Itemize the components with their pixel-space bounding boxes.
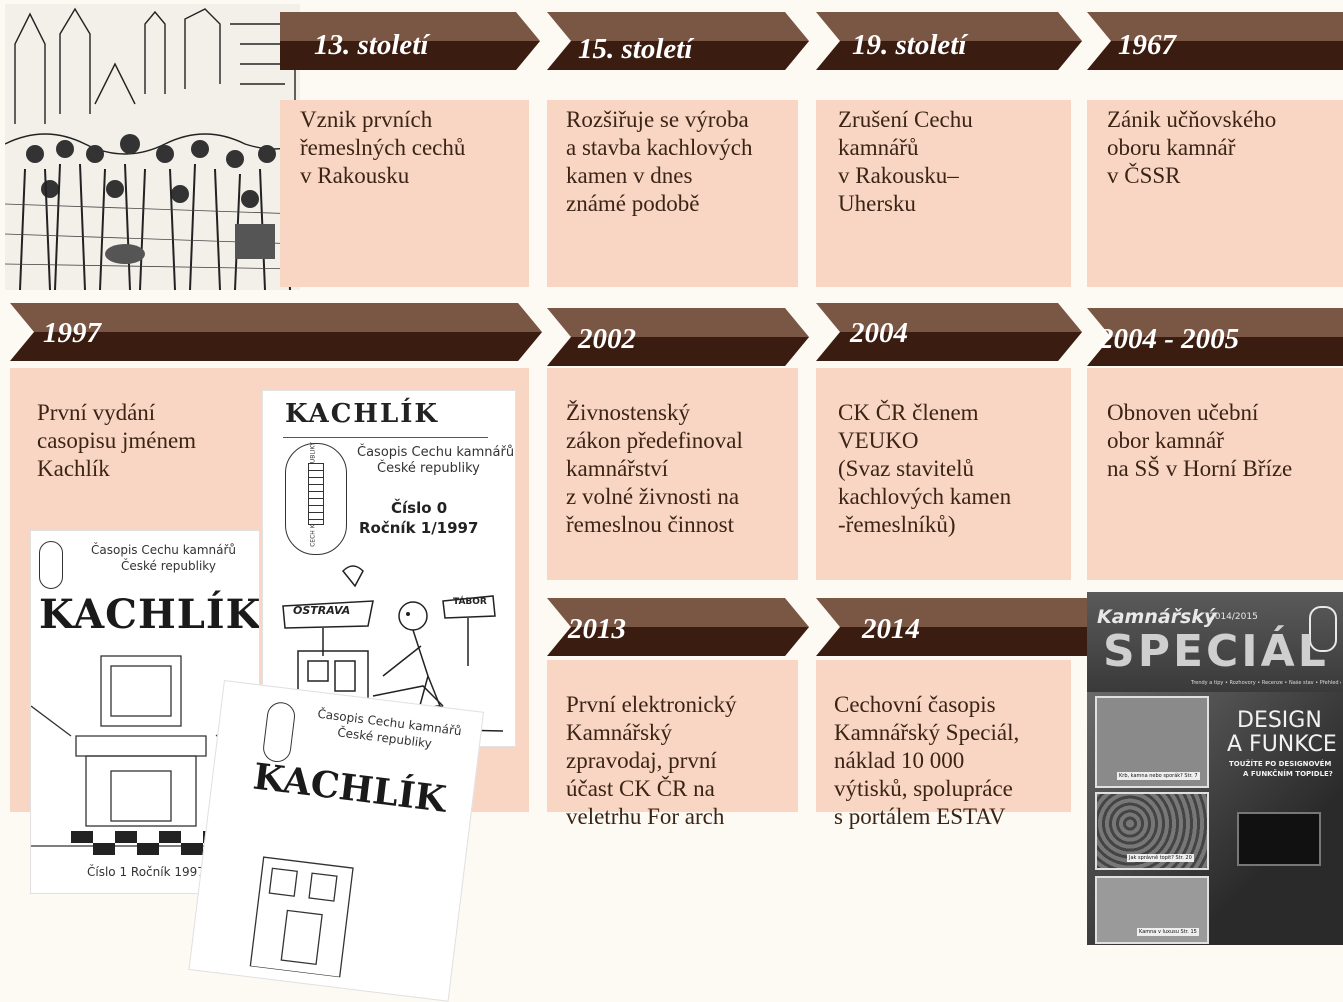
kachlik-cover-subtitle: Časopis Cechu kamnářů <box>357 445 515 460</box>
sign-tabor: TÁBOR <box>453 597 487 607</box>
medieval-crowd-illustration <box>5 4 300 290</box>
timeline-year: 1997 <box>43 317 101 349</box>
kachlik-cover-title: KACHLÍK <box>250 755 449 821</box>
kachlik-cover-issue-2: Časopis Cechu kamnářů České republiky KA… <box>188 680 485 1002</box>
timeline-banner-13-stoleti <box>280 12 540 70</box>
kachlik-cover-footer: Číslo 1 Ročník 1997 <box>87 865 205 879</box>
special-caption: Kamna v luxusu Str. 15 <box>1137 928 1199 936</box>
timeline-card-2004 <box>816 368 1071 580</box>
timeline-description: CK ČR členem VEUKO (Svaz stavitelů kachl… <box>838 400 1012 537</box>
special-caption: Krb, kamna nebo sporák? Str. 7 <box>1117 772 1200 780</box>
timeline-banner-1967 <box>1087 12 1343 70</box>
special-brand: Kamnářský <box>1097 606 1217 628</box>
kachlik-cover-title: KACHLÍK <box>39 591 260 638</box>
timeline-banner-15-stoleti <box>547 12 809 70</box>
kachlik-cover-title: KACHLÍK <box>285 399 440 429</box>
timeline-description: Rozšiřuje se výroba a stavba kachlových … <box>566 107 753 216</box>
special-title: SPECIÁL <box>1103 626 1329 677</box>
special-caption: Jak správně topit? Str. 20 <box>1127 854 1194 862</box>
timeline-banner-2014 <box>816 598 1104 656</box>
special-subheadline: TOUŽÍTE PO DESIGNOVÉM <box>1229 760 1332 768</box>
timeline-card-13-stoleti <box>280 100 529 287</box>
kachlik-cover-subtitle: České republiky <box>377 461 480 476</box>
timeline-description: První elektronický Kamnářský zpravodaj, … <box>566 692 737 829</box>
fireplace-illustration <box>31 655 259 855</box>
timeline-card-2013 <box>547 660 798 812</box>
guild-seal-icon <box>39 541 63 589</box>
timeline-description: Zánik učňovského oboru kamnář v ČSSR <box>1107 107 1277 188</box>
timeline-description: Vznik prvních řemeslných cechů v Rakousk… <box>300 107 466 188</box>
timeline-banner-2013 <box>547 598 809 656</box>
timeline-card-1967 <box>1087 100 1343 287</box>
kachlik-cover-issue: Číslo 0 <box>391 499 448 517</box>
timeline-card-2014 <box>816 660 1071 812</box>
timeline-year: 2014 <box>862 613 920 645</box>
guild-seal-icon <box>1309 606 1337 652</box>
special-headline: DESIGN <box>1237 708 1322 733</box>
special-nav: Trendy a tipy • Rozhovory • Recenze • Na… <box>1191 680 1341 686</box>
special-headline: A FUNKCE <box>1227 732 1337 757</box>
kachlik-cover-volume: Ročník 1/1997 <box>359 519 479 537</box>
special-subheadline: A FUNKČNÍM TOPIDLE? <box>1243 770 1333 778</box>
timeline-description: Živnostenský zákon předefinoval kamnářst… <box>566 400 743 537</box>
sign-ostrava: OSTRAVA <box>293 604 351 617</box>
timeline-year: 2013 <box>568 613 626 645</box>
timeline-description: Cechovní časopis Kamnářský Speciál, nákl… <box>834 692 1020 829</box>
kachlik-cover-subtitle: Časopis Cechu kamnářů <box>91 543 237 557</box>
tiled-stove-sketch <box>249 856 354 979</box>
timeline-year: 19. století <box>852 29 967 61</box>
timeline-banner-2004 <box>816 303 1082 361</box>
timeline-banner-2002 <box>547 308 809 366</box>
guild-seal-icon <box>261 700 297 764</box>
timeline-year: 2004 - 2005 <box>1099 323 1240 355</box>
timeline-year: 15. století <box>578 33 693 65</box>
timeline-banner-1997 <box>10 303 542 361</box>
timeline-card-19-stoleti <box>816 100 1071 287</box>
timeline-year: 2004 <box>850 317 908 349</box>
tiled-stove-icon <box>308 463 324 525</box>
timeline-description: Zrušení Cechu kamnářů v Rakousku– Uhersk… <box>838 107 973 216</box>
timeline-description: Obnoven učební obor kamnář na SŠ v Horní… <box>1107 400 1293 481</box>
timeline-year: 2002 <box>578 323 636 355</box>
special-issue: 2014/2015 <box>1209 612 1258 622</box>
kachlik-cover-subtitle: České republiky <box>121 559 216 573</box>
timeline-year: 13. století <box>314 29 429 61</box>
kamnarsky-special-cover: Kamnářský 2014/2015 SPECIÁL Trendy a tip… <box>1087 592 1343 945</box>
timeline-card-2004-2005 <box>1087 368 1343 580</box>
timeline-year: 1967 <box>1118 29 1176 61</box>
timeline-banner-2004-2005 <box>1087 308 1343 366</box>
fireplace-photo <box>1237 812 1321 866</box>
timeline-banner-19-stoleti <box>816 12 1082 70</box>
timeline-description: První vydání casopisu jménem Kachlík <box>37 400 197 481</box>
guild-seal-icon <box>285 443 347 555</box>
timeline-card-15-stoleti <box>547 100 798 287</box>
timeline-card-2002 <box>547 368 798 580</box>
